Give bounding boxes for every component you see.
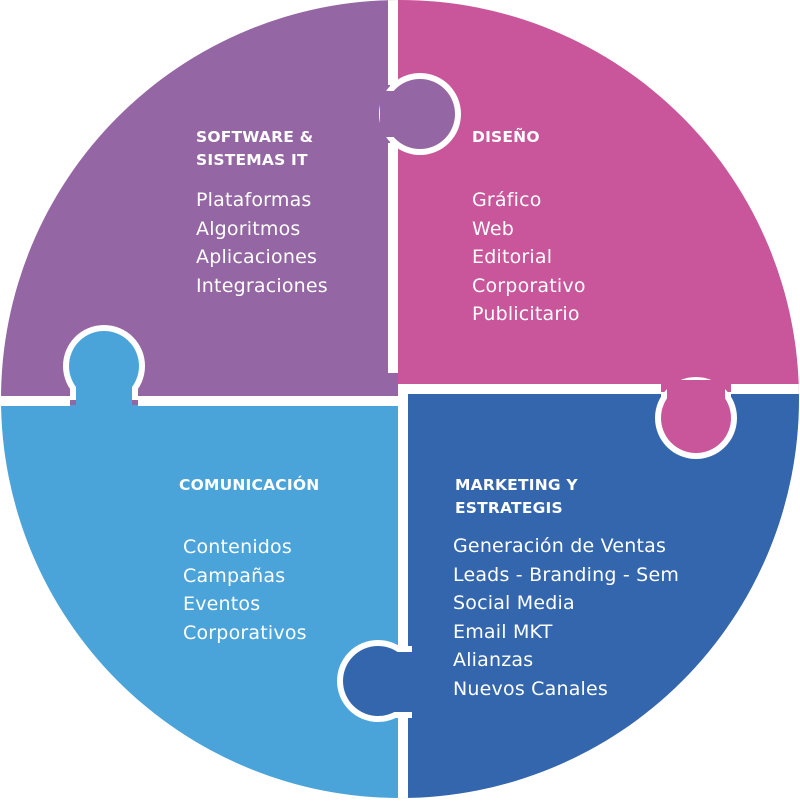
diseno-item: Corporativo bbox=[472, 274, 586, 297]
comunicacion-item: Contenidos bbox=[183, 536, 292, 558]
seam-horizontal-right-mid bbox=[398, 384, 661, 394]
marketing-knob-bottom bbox=[337, 640, 422, 722]
seam-vertical-top bbox=[388, 0, 398, 85]
comunicacion-knob-left bbox=[63, 325, 145, 414]
software-heading-line-2: SISTEMAS IT bbox=[196, 151, 308, 169]
comunicacion-item: Campañas bbox=[183, 564, 286, 587]
software-item: Aplicaciones bbox=[196, 246, 318, 268]
marketing-item: Alianzas bbox=[453, 649, 534, 671]
seam-horizontal-right bbox=[731, 384, 799, 394]
marketing-heading-line-2: ESTRATEGIS bbox=[455, 499, 563, 517]
seam-vertical-bottom bbox=[398, 718, 408, 798]
comunicacion-heading: COMUNICACIÓN bbox=[179, 474, 319, 497]
seam-horizontal-mid bbox=[138, 396, 398, 406]
comunicacion-item-list: Contenidos Campañas Eventos Corporativos bbox=[183, 533, 319, 647]
seam-vertical-low bbox=[398, 405, 408, 646]
seam-horizontal-left bbox=[1, 396, 70, 406]
comunicacion-text-block: COMUNICACIÓN Contenidos Campañas Eventos… bbox=[179, 474, 319, 647]
diseno-heading: DISEÑO bbox=[472, 126, 586, 149]
software-text-block: SOFTWARE & SISTEMAS IT Plataformas Algor… bbox=[196, 126, 328, 300]
seam-vertical-mid bbox=[388, 143, 398, 373]
software-item-list: Plataformas Algoritmos Aplicaciones Inte… bbox=[196, 186, 328, 300]
software-item: Plataformas bbox=[196, 189, 312, 211]
diseno-item-list: Gráfico Web Editorial Corporativo Public… bbox=[472, 186, 586, 329]
diseno-knob-right bbox=[655, 377, 737, 459]
diseno-heading-line-1: DISEÑO bbox=[472, 128, 540, 146]
marketing-item: Social Media bbox=[453, 592, 575, 614]
software-item: Integraciones bbox=[196, 274, 328, 297]
software-item: Algoritmos bbox=[196, 217, 301, 240]
marketing-item: Email MKT bbox=[453, 620, 553, 643]
marketing-heading: MARKETING Y ESTRATEGIS bbox=[455, 474, 679, 520]
diseno-text-block: DISEÑO Gráfico Web Editorial Corporativo… bbox=[472, 126, 586, 329]
diseno-quadrant bbox=[398, 0, 799, 393]
marketing-item: Nuevos Canales bbox=[453, 677, 609, 700]
comunicacion-heading-line-1: COMUNICACIÓN bbox=[179, 476, 320, 494]
marketing-item-list: Generación de Ventas Leads - Branding - … bbox=[453, 532, 679, 703]
diseno-item: Gráfico bbox=[472, 189, 542, 211]
diseno-item: Editorial bbox=[472, 246, 553, 268]
diseno-item: Publicitario bbox=[472, 303, 580, 325]
software-heading: SOFTWARE & SISTEMAS IT bbox=[196, 126, 328, 172]
marketing-heading-line-1: MARKETING Y bbox=[455, 476, 578, 494]
marketing-item: Leads - Branding - Sem bbox=[453, 563, 680, 586]
software-heading-line-1: SOFTWARE & bbox=[196, 128, 314, 146]
comunicacion-item: Eventos bbox=[183, 593, 261, 615]
software-knob-top bbox=[379, 73, 461, 155]
marketing-text-block: MARKETING Y ESTRATEGIS Generación de Ven… bbox=[453, 474, 679, 703]
marketing-item: Generación de Ventas bbox=[453, 535, 667, 557]
diseno-item: Web bbox=[472, 217, 515, 240]
comunicacion-item: Corporativos bbox=[183, 621, 307, 644]
